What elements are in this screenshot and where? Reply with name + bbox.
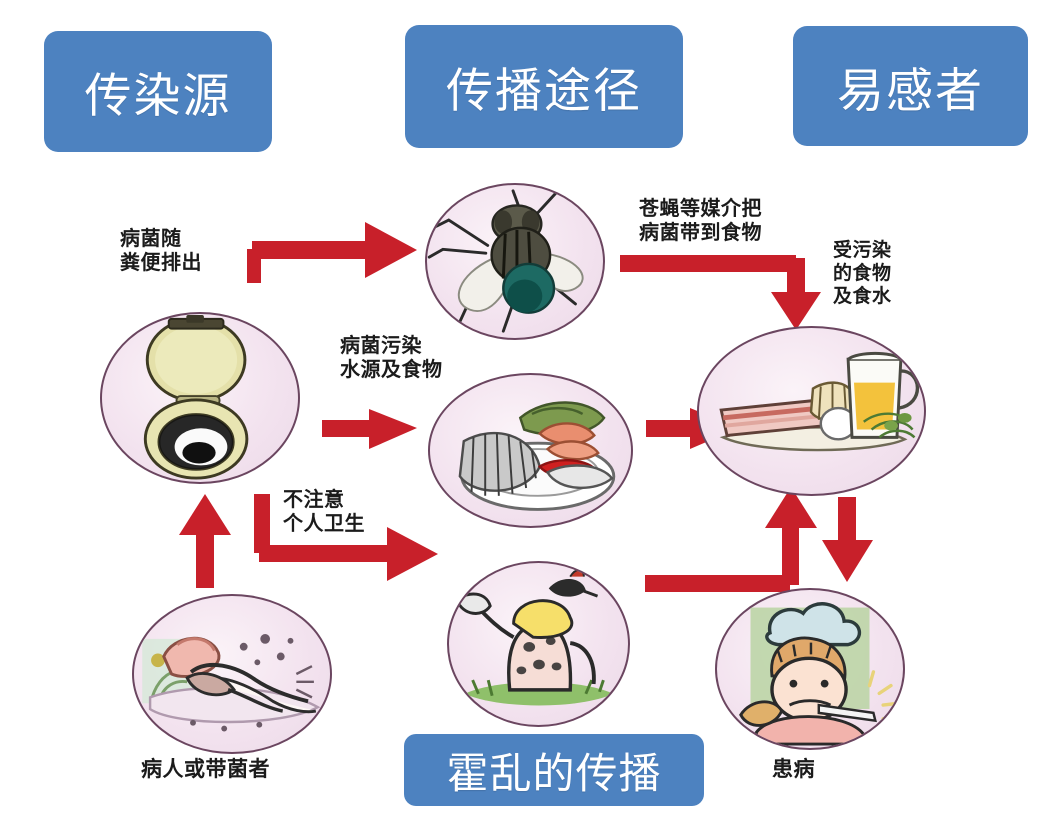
node-food [428, 373, 633, 528]
caption-becomes-ill: 患病 [772, 757, 815, 781]
node-sick-person [715, 588, 905, 750]
arrow-fly-to-water [620, 255, 821, 330]
person-in-bed-icon [142, 634, 321, 732]
category-box-host: 易感者 [793, 26, 1028, 146]
category-label-source: 传染源 [84, 69, 232, 124]
sick-person-fever-icon [739, 602, 901, 746]
seafood-plate-icon [458, 401, 616, 511]
caption-patient-or-carrier: 病人或带菌者 [141, 757, 270, 781]
diagram-title-label: 霍乱的传播 [446, 748, 662, 798]
category-label-host: 易感者 [837, 63, 984, 119]
arrow-patient-to-toilet [179, 494, 231, 588]
node-patient-in-bed [132, 594, 332, 754]
node-person-hygiene [447, 561, 630, 727]
node-toilet [100, 312, 300, 484]
category-box-source: 传染源 [44, 31, 272, 152]
arrow-water-to-sick [822, 497, 873, 582]
category-label-route: 传播途径 [446, 64, 642, 119]
food-and-drink-icon [719, 351, 919, 452]
arrow-toilet-to-food [322, 409, 417, 449]
category-box-route: 传播途径 [405, 25, 683, 148]
arrow-wash-to-water [645, 487, 817, 592]
toilet-icon [143, 314, 249, 480]
fly-icon [427, 189, 584, 335]
node-contaminated-food-water [697, 326, 926, 496]
node-fly [425, 183, 605, 340]
diagram-title-box: 霍乱的传播 [404, 734, 704, 806]
caption-fly-vector: 苍蝇等媒介把 病菌带到食物 [639, 196, 762, 245]
arrow-toilet-to-fly [247, 222, 417, 283]
caption-poor-hygiene: 不注意 个人卫生 [283, 487, 365, 536]
person-hygiene-icon [455, 569, 614, 706]
caption-contaminated-food: 受污染 的食物 及食水 [833, 239, 892, 308]
caption-contaminate: 病菌污染 水源及食物 [340, 333, 443, 382]
caption-excrete: 病菌随 粪便排出 [120, 226, 202, 275]
